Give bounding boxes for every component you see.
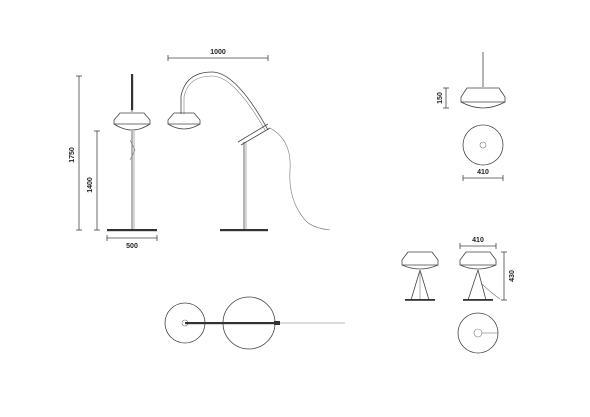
dim-label-pivot-height: 1400 — [87, 177, 94, 193]
dim-label-table-diameter: 410 — [472, 237, 484, 244]
dim-label-total-height: 1750 — [69, 147, 76, 163]
dimension-table-height: 430 — [501, 251, 516, 301]
dimension-arm-length: 1000 — [167, 49, 269, 61]
dim-label-table-height: 430 — [509, 270, 516, 282]
table-lamp-side-view — [459, 251, 501, 301]
table-lamp-front-view — [401, 251, 439, 301]
dimension-pivot-height: 1400 — [87, 130, 100, 231]
dim-label-pendant-diameter: 410 — [477, 169, 489, 176]
dim-label-pendant-height: 150 — [437, 92, 444, 104]
dimension-total-height: 1750 — [69, 75, 82, 231]
dim-label-floor-base: 500 — [126, 243, 138, 250]
table-lamp-top-view — [457, 312, 499, 354]
pendant-top-view — [462, 124, 504, 166]
dimension-table-diameter: 410 — [459, 237, 497, 249]
dimension-floor-base: 500 — [106, 235, 158, 250]
dimension-pendant-diameter: 410 — [462, 169, 504, 181]
floor-lamp-side-view — [167, 71, 331, 232]
pendant-side-view — [460, 52, 506, 109]
dimension-pendant-height: 150 — [437, 87, 449, 109]
dim-label-arm-length: 1000 — [210, 49, 226, 56]
floor-lamp-front-view — [107, 74, 157, 232]
floor-lamp-top-view — [164, 296, 345, 350]
